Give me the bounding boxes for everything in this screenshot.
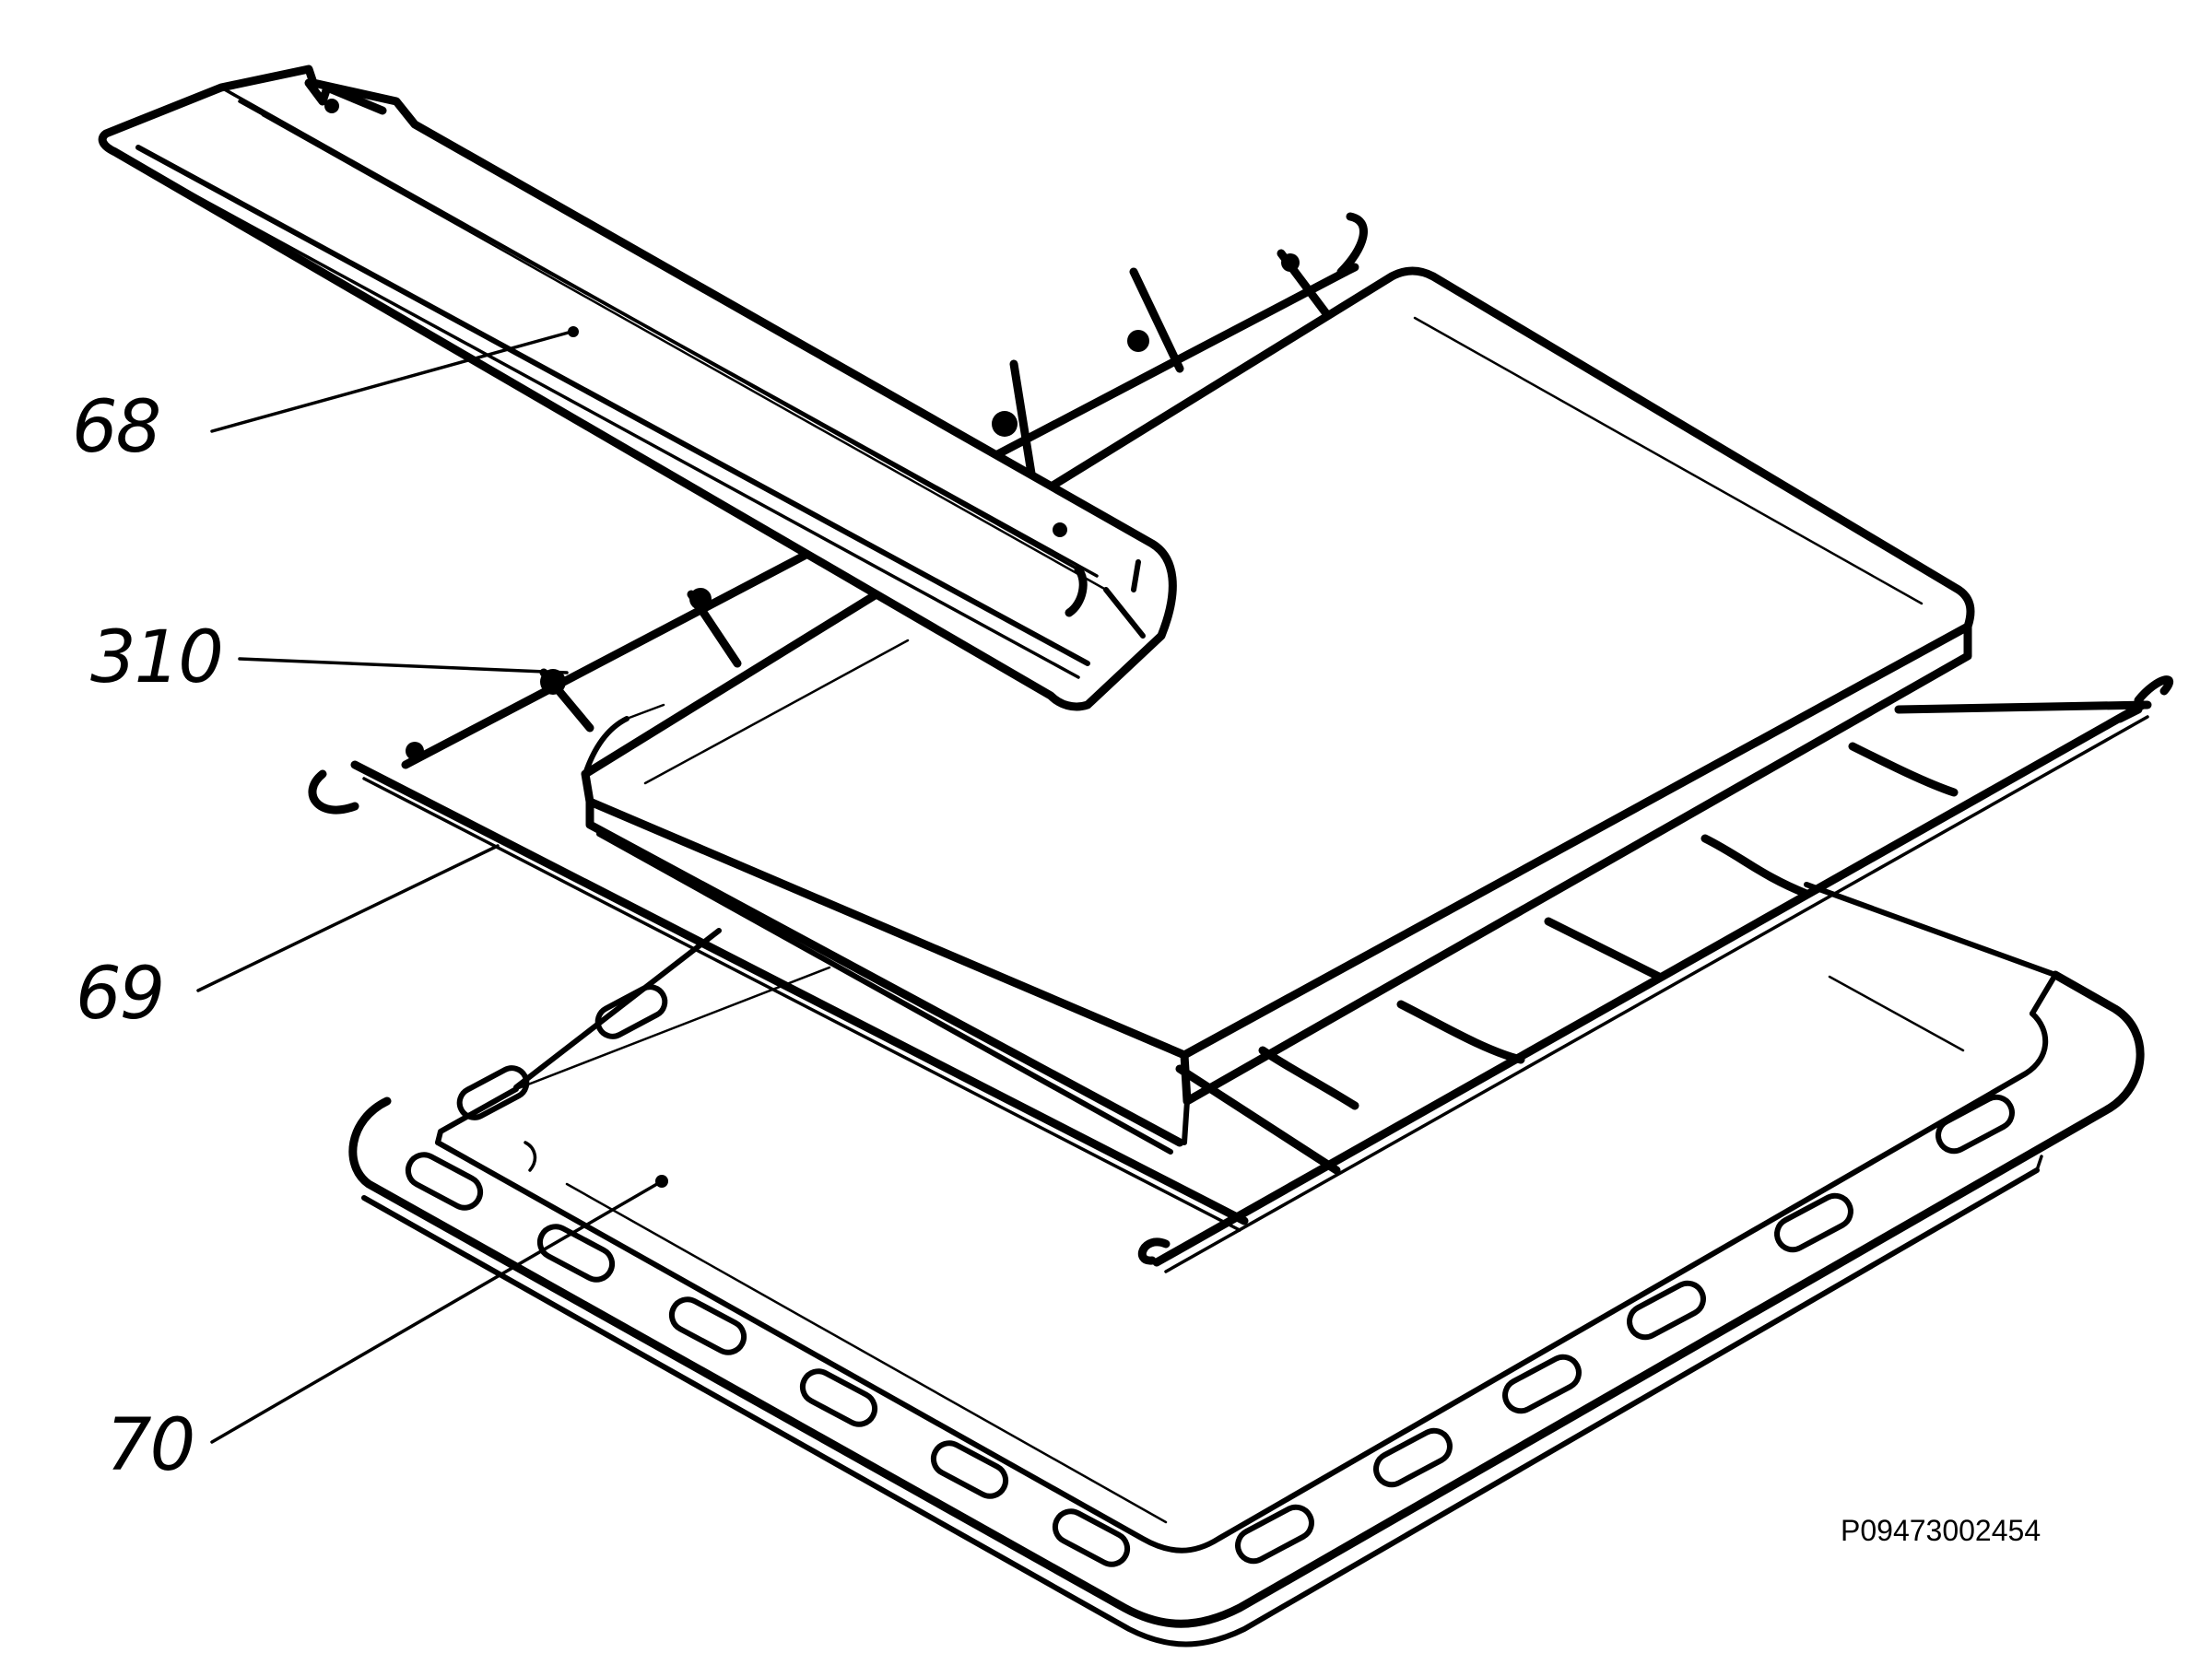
part-68-slide-rail bbox=[98, 64, 1177, 711]
callout-68: 68 bbox=[72, 386, 159, 469]
frame-slots-front bbox=[405, 1152, 1131, 1567]
drawing-number: P09473002454 bbox=[1841, 1514, 2041, 1547]
callout-310: 310 bbox=[90, 616, 222, 699]
part-70-bottom-frame bbox=[348, 882, 2145, 1647]
callout-69: 69 bbox=[76, 953, 163, 1036]
frame-slots-right bbox=[1235, 1094, 2015, 1565]
callout-70: 70 bbox=[106, 1404, 194, 1487]
frame-slots-left bbox=[456, 984, 668, 1120]
leader-lines bbox=[196, 326, 668, 1444]
part-310-baking-tray bbox=[581, 266, 1975, 1155]
part-69-wire-rack bbox=[308, 212, 2173, 1273]
